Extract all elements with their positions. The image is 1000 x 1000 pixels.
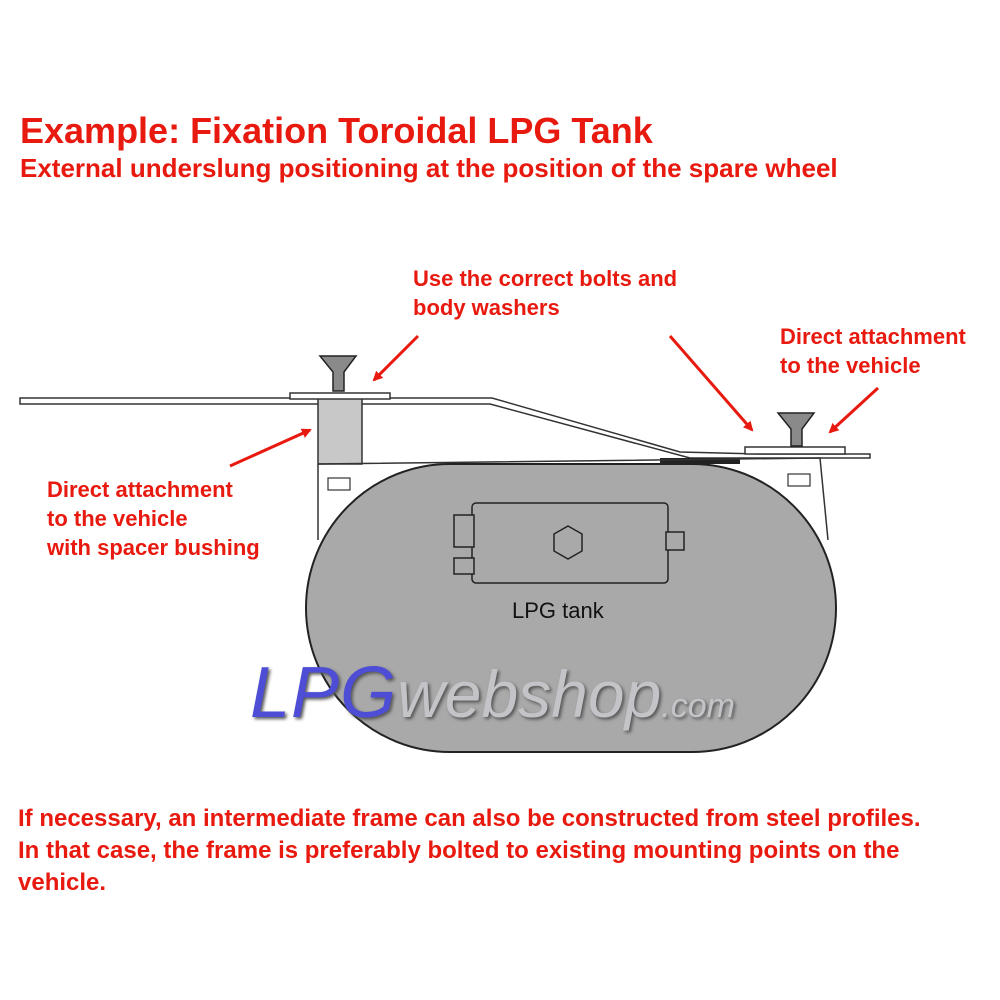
lpg-tank-body <box>305 463 837 753</box>
left-body-washer <box>289 392 391 400</box>
arrow-left <box>229 428 312 468</box>
arrow-right-1 <box>668 335 754 432</box>
left-bolt <box>318 355 358 392</box>
annotation-bolts: Use the correct bolts and body washers <box>413 266 678 320</box>
annotation-left-attachment: Direct attachment to the vehicle with sp… <box>47 477 260 560</box>
valve-hex-icon <box>553 525 583 560</box>
page-subtitle: External underslung positioning at the p… <box>20 153 838 183</box>
footnote: If necessary, an intermediate frame can … <box>18 805 921 896</box>
annotation-right-attachment: Direct attachment to the vehicle <box>780 324 966 378</box>
tank-label: LPG tank <box>512 598 605 623</box>
page-title: Example: Fixation Toroidal LPG Tank <box>20 110 653 151</box>
watermark-logo: LPGwebshop.com <box>250 653 735 733</box>
right-bolt <box>776 412 816 447</box>
tank-bracket <box>317 457 829 541</box>
arrow-bolts <box>372 334 420 382</box>
vehicle-floor-panel <box>19 397 871 459</box>
tank-valve-box <box>471 502 669 584</box>
spacer-bushing <box>317 397 363 465</box>
right-body-washer <box>744 446 846 455</box>
arrow-right-2 <box>828 386 880 434</box>
